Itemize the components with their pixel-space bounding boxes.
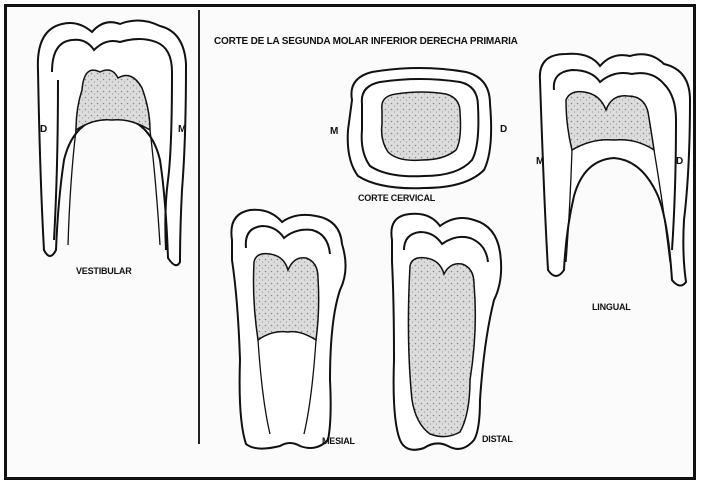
vestibular-left-label: D bbox=[40, 124, 47, 135]
lingual-right-label: D bbox=[676, 156, 683, 167]
vestibular-tooth bbox=[38, 20, 186, 265]
mesial-tooth bbox=[231, 210, 345, 449]
mesial-label: MESIAL bbox=[322, 436, 355, 446]
vestibular-right-label: M bbox=[178, 124, 186, 135]
distal-tooth bbox=[391, 214, 501, 450]
cervical-right-label: D bbox=[500, 124, 507, 135]
lingual-label: LINGUAL bbox=[592, 302, 631, 312]
figure-title: CORTE DE LA SEGUNDA MOLAR INFERIOR DEREC… bbox=[214, 36, 518, 47]
distal-label: DISTAL bbox=[482, 434, 513, 444]
lingual-tooth bbox=[540, 54, 690, 286]
cervical-left-label: M bbox=[330, 126, 338, 137]
vestibular-label: VESTIBULAR bbox=[76, 266, 132, 276]
cervical-section bbox=[348, 68, 491, 188]
cervical-label: CORTE CERVICAL bbox=[358, 193, 435, 203]
lingual-left-label: M bbox=[536, 156, 544, 167]
